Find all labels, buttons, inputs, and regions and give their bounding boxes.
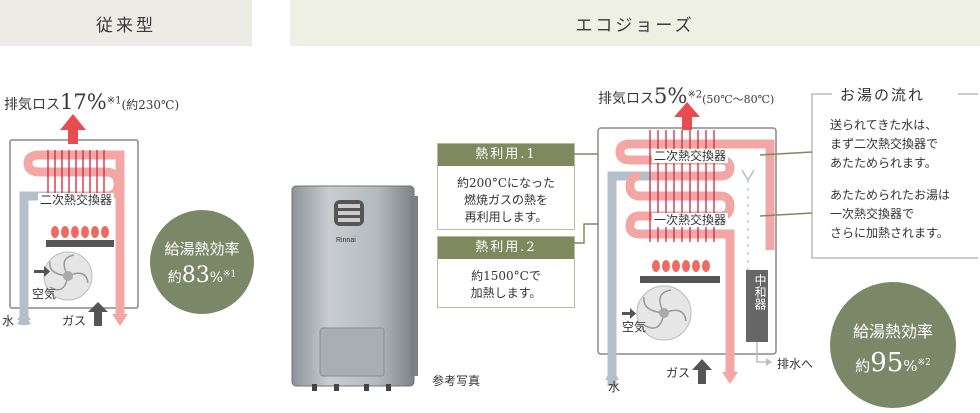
photo-caption: 参考写真 xyxy=(432,374,481,388)
air-arrow-icon xyxy=(34,266,50,277)
eco-hot-water-pipe xyxy=(615,139,775,376)
eco-fan-icon xyxy=(636,285,692,341)
hot-water-out-arrow-icon xyxy=(112,314,128,326)
drain-arrow-icon xyxy=(766,358,772,366)
flow-explanation-frame xyxy=(760,93,978,259)
drain-label: 排水へ xyxy=(777,357,814,371)
eco-gas-arrow-icon xyxy=(692,359,712,384)
brand-label: Rinnai xyxy=(336,237,356,244)
burner-plate xyxy=(46,240,114,247)
eco-efficiency-badge: 給湯熱効率 約95%※2 xyxy=(830,282,956,408)
burner-flames-icon xyxy=(51,226,109,238)
fan-icon xyxy=(43,251,93,301)
conventional-air-label: 空気 xyxy=(32,287,57,301)
gas-arrow-icon xyxy=(88,302,108,326)
conventional-gas-label: ガス xyxy=(62,314,87,328)
neutralizer-box xyxy=(746,270,768,342)
heat-use-1-box: 熱利用.1 約200°Cになった燃焼ガスの熱を再利用します。 xyxy=(437,143,575,230)
flow-paragraph-2: あたためられたお湯は一次熱交換器でさらに加熱されます。 xyxy=(830,188,951,240)
eco-gas-label: ガス xyxy=(666,366,691,380)
flow-title: お湯の流れ xyxy=(834,84,932,105)
tab-conventional[interactable]: 従来型 xyxy=(0,0,252,46)
eco-burner-plate xyxy=(640,276,720,283)
flow-paragraph-1: 送られてきた水は、まず二次熱交換器であたためられます。 xyxy=(830,118,939,170)
conventional-exhaust-loss: 排気ロス17%※1(約230℃) xyxy=(4,90,180,114)
exhaust-vent-icon xyxy=(334,200,364,226)
eco-air-label: 空気 xyxy=(622,320,647,334)
exhaust-arrow-icon xyxy=(60,114,86,144)
conventional-secondary-exchanger-label: 二次熱交換器 xyxy=(38,193,115,207)
heat-use-2-title: 熱利用.2 xyxy=(438,237,574,259)
access-panel xyxy=(319,327,385,377)
connector-secondary xyxy=(760,151,813,156)
condensate-flow xyxy=(741,169,755,270)
heat-use-1-title: 熱利用.1 xyxy=(438,144,574,166)
eco-air-arrow-icon xyxy=(622,308,636,319)
eco-secondary-exchanger-label: 二次熱交換器 xyxy=(652,149,729,163)
eco-diagram xyxy=(573,102,777,386)
heat-use-2-box: 熱利用.2 約1500°Cで加熱します。 xyxy=(437,236,575,308)
eco-primary-exchanger-label: 一次熱交換器 xyxy=(652,213,729,227)
conventional-water-label: 水 xyxy=(2,314,15,328)
eco-water-in-arrow-icon xyxy=(605,368,619,380)
water-in-arrow-icon xyxy=(17,310,31,320)
eco-water-label: 水 xyxy=(608,380,621,394)
tab-eco-jozu[interactable]: エコジョーズ xyxy=(290,0,980,46)
eco-exhaust-loss: 排気ロス5%※2(50℃～80℃) xyxy=(598,84,775,108)
connector-primary xyxy=(760,212,813,217)
hot-water-pipe xyxy=(23,150,125,318)
eco-burner-flames-icon xyxy=(652,260,710,272)
product-photo: Rinnai xyxy=(291,185,418,391)
conventional-efficiency-badge: 給湯熱効率 約83%※1 xyxy=(150,210,254,314)
neutralizer-label: 中和器 xyxy=(753,274,767,310)
eco-hot-water-out-arrow-icon xyxy=(722,372,738,384)
eco-exhaust-arrow-icon xyxy=(674,102,700,130)
conventional-diagram xyxy=(9,114,139,326)
